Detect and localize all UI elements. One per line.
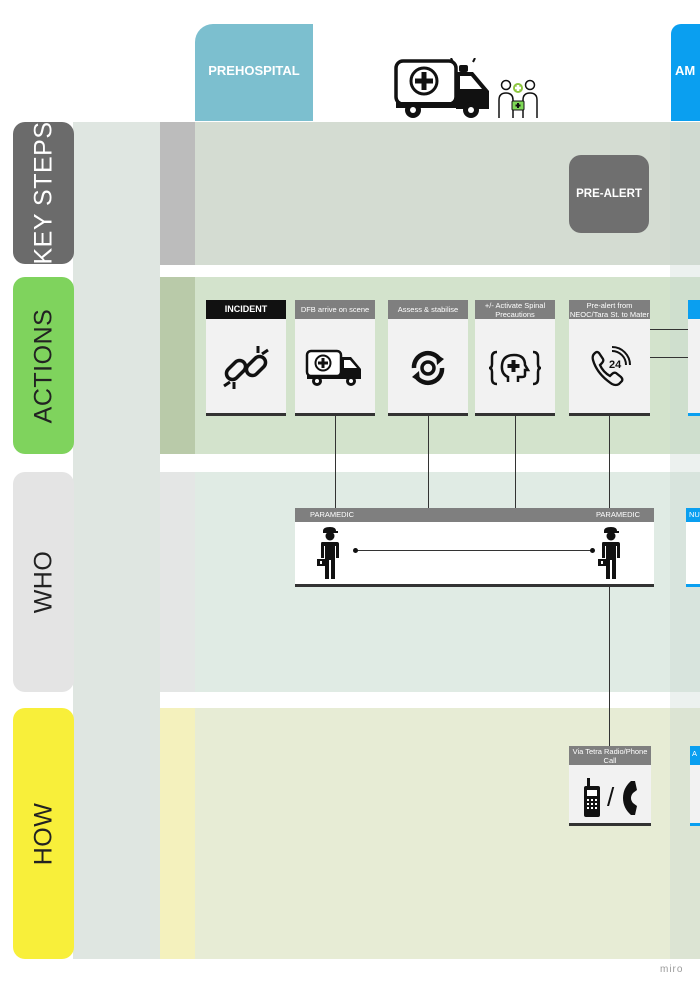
row-label-how: HOW xyxy=(13,708,74,959)
row-label-key-steps-text: KEY STEPS xyxy=(29,121,57,265)
connector-assess-who xyxy=(428,414,429,508)
assess-stabilise-card-header: Assess & stabilise xyxy=(388,300,468,319)
lane-column-who xyxy=(160,472,195,692)
row-label-actions: ACTIONS xyxy=(13,277,74,454)
tetra-radio-card-header: Via Tetra Radio/Phone Call xyxy=(569,746,651,765)
lane-column-keysteps xyxy=(160,122,195,265)
next-how-label: A xyxy=(692,749,698,758)
phone-24-icon: 24 xyxy=(569,328,650,408)
row-label-key-steps: KEY STEPS xyxy=(13,121,74,265)
row-label-who-text: WHO xyxy=(29,550,57,614)
dfb-arrive-card-header: DFB arrive on scene xyxy=(295,300,375,319)
nurse-who-card-partial[interactable]: NU xyxy=(686,508,700,587)
phone-icon xyxy=(621,780,639,821)
prehospital-title: PREHOSPITAL xyxy=(208,63,300,78)
paramedic-icon xyxy=(598,526,622,585)
connector-spinal-who xyxy=(515,414,516,508)
pre-alert-step[interactable]: PRE-ALERT xyxy=(569,155,649,233)
connector-prealert-right-top xyxy=(650,329,690,330)
prehospital-header: PREHOSPITAL xyxy=(195,24,313,121)
spinal-precautions-card-header: +/- Activate Spinal Precautions xyxy=(475,300,555,319)
connector-arrive-who xyxy=(335,414,336,508)
miro-logo: miro xyxy=(660,964,684,975)
svg-text:24: 24 xyxy=(609,359,622,371)
pre-alert-card-header: Pre-alert from NEOC/Tara St. to Mater xyxy=(569,300,650,319)
connector-who-how xyxy=(609,584,610,746)
dfb-arrive-label: DFB arrive on scene xyxy=(300,305,370,314)
connector-prealert-right-bottom xyxy=(650,357,690,358)
next-how-card-header: A xyxy=(690,746,700,765)
incident-card-header: INCIDENT xyxy=(206,300,286,319)
incident-label: INCIDENT xyxy=(224,304,268,314)
next-action-card-partial-header xyxy=(688,300,700,319)
cycle-icon xyxy=(388,328,468,408)
next-phase-title: AM xyxy=(675,63,696,78)
radio-phone-separator: / xyxy=(607,782,615,812)
lane-column xyxy=(73,122,160,959)
paramedic-icon xyxy=(317,526,341,585)
ambulance-icon xyxy=(295,328,375,408)
tetra-radio-label: Via Tetra Radio/Phone Call xyxy=(572,746,648,765)
head-plus-icon xyxy=(475,328,555,408)
paramedic-link-dot-right xyxy=(590,548,595,553)
pre-alert-card-label: Pre-alert from NEOC/Tara St. to Mater xyxy=(569,300,650,319)
assess-stabilise-label: Assess & stabilise xyxy=(397,305,459,314)
row-label-how-text: HOW xyxy=(29,802,57,865)
next-action-card-partial[interactable] xyxy=(688,300,700,416)
dfb-arrive-card[interactable]: DFB arrive on scene xyxy=(295,300,375,416)
nurse-who-header: NU xyxy=(686,508,700,522)
connector-prealert-who xyxy=(609,414,610,508)
paramedic-link-line xyxy=(355,550,593,551)
paramedic-who-header: PARAMEDIC PARAMEDIC xyxy=(295,508,654,522)
spinal-precautions-card[interactable]: +/- Activate Spinal Precautions xyxy=(475,300,555,416)
paramedic-left-label: PARAMEDIC xyxy=(310,510,355,519)
next-how-card-partial[interactable]: A xyxy=(690,746,700,826)
row-label-actions-text: ACTIONS xyxy=(29,308,57,423)
broken-link-icon xyxy=(206,328,286,408)
paramedic-right-label: PARAMEDIC xyxy=(595,510,640,519)
lane-column-actions xyxy=(160,277,195,454)
pre-alert-label: PRE-ALERT xyxy=(576,188,642,200)
pre-alert-card[interactable]: Pre-alert from NEOC/Tara St. to Mater 24 xyxy=(569,300,650,416)
row-label-who: WHO xyxy=(13,472,74,692)
next-phase-header: AM xyxy=(671,24,700,121)
lane-column-how xyxy=(160,708,195,959)
assess-stabilise-card[interactable]: Assess & stabilise xyxy=(388,300,468,416)
tetra-radio-card[interactable]: Via Tetra Radio/Phone Call / xyxy=(569,746,651,826)
spinal-precautions-label: +/- Activate Spinal Precautions xyxy=(484,300,546,319)
paramedic-who-card[interactable]: PARAMEDIC PARAMEDIC xyxy=(295,508,654,587)
ambulance-with-paramedics-icon xyxy=(393,57,543,123)
radio-icon xyxy=(583,778,603,823)
paramedic-link-dot-left xyxy=(353,548,358,553)
incident-card[interactable]: INCIDENT xyxy=(206,300,286,416)
nurse-who-label: NU xyxy=(689,510,700,519)
